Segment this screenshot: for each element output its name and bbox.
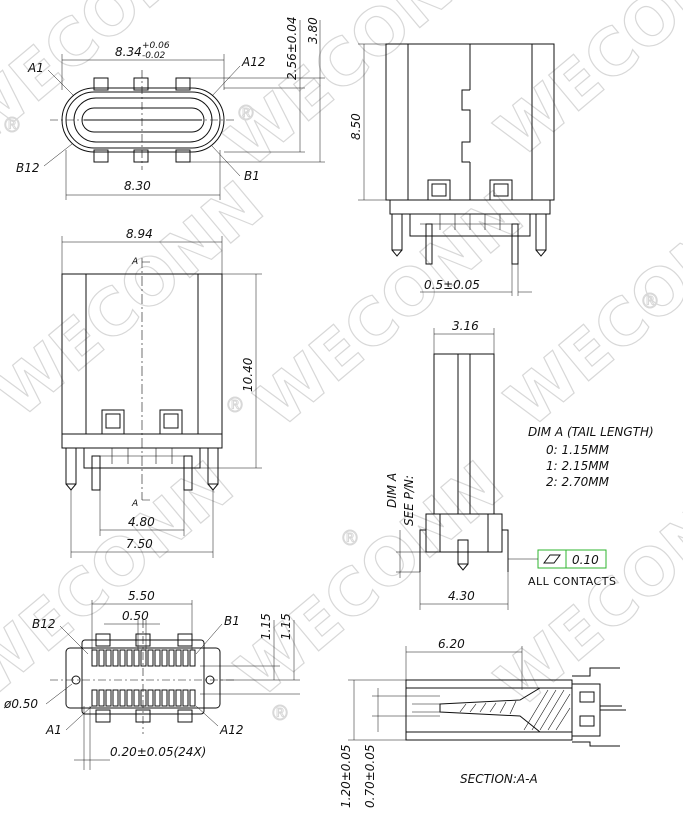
dim-1-20: 1.20±0.05 <box>339 745 353 809</box>
dim-hole: ø0.50 <box>3 697 38 711</box>
narrow-view: 3.16 4.30 DIM A SEE P/N: DIM A (TAIL LEN… <box>385 319 654 610</box>
tail-row-1: 1: 2.15MM <box>546 459 610 473</box>
dim-tol-plus: +0.06 <box>142 41 170 51</box>
fp-label-b1: B1 <box>224 614 240 628</box>
dim-0-5: 0.5±0.05 <box>424 278 480 292</box>
dim-7-50: 7.50 <box>126 537 153 551</box>
watermark-text: WECONN <box>213 0 508 182</box>
dim-4-30: 4.30 <box>448 589 475 603</box>
dim-0-70: 0.70±0.05 <box>363 745 377 809</box>
fp-label-a12: A12 <box>219 723 243 737</box>
tail-row-2: 2: 2.70MM <box>546 475 610 489</box>
all-contacts-label: ALL CONTACTS <box>528 575 616 588</box>
see-pn-label: SEE P/N: <box>402 475 416 526</box>
fp-label-a1: A1 <box>45 723 62 737</box>
watermark-reg: ® <box>225 393 245 417</box>
dim-3-16: 3.16 <box>452 319 479 333</box>
dim-0-50: 0.50 <box>122 609 149 623</box>
footprint-view: 5.50 0.50 1.15 1.15 ø0.50 B12 B1 A1 A12 … <box>3 589 300 770</box>
section-view: 6.20 1.20±0.05 0.70±0.05 SECTION:A-A <box>339 637 626 808</box>
dim-8-30: 8.30 <box>124 179 151 193</box>
watermark-text: WECONN <box>0 0 238 162</box>
dim-1-15-a: 1.15 <box>259 613 273 640</box>
label-a12: A12 <box>241 55 265 69</box>
dim-5-50: 5.50 <box>128 589 155 603</box>
section-caption: SECTION:A-A <box>460 772 538 786</box>
label-a1: A1 <box>27 61 44 75</box>
label-b12: B12 <box>16 161 40 175</box>
watermark-text: WECONN <box>243 178 538 442</box>
dim-tol-minus: -0.02 <box>142 51 166 61</box>
tail-row-0: 0: 1.15MM <box>546 443 610 457</box>
dim-8-50: 8.50 <box>349 113 363 140</box>
dim-10-40: 10.40 <box>241 357 255 392</box>
watermark-reg: ® <box>640 289 660 313</box>
dim-2-56: 2.56±0.04 <box>285 17 299 81</box>
section-mark-top: A <box>131 257 138 267</box>
watermark-text: WECONN <box>483 458 683 722</box>
watermark-reg: ® <box>340 526 360 550</box>
tail-title: DIM A (TAIL LENGTH) <box>528 425 654 439</box>
dim-pin-width: 0.20±0.05(24X) <box>110 745 206 759</box>
footprint-bottom-pins <box>91 689 196 723</box>
watermark-text: WECONN <box>223 448 518 712</box>
front-view: A A 8.94 10.40 4.80 7.50 <box>61 227 262 558</box>
flatness-icon <box>543 554 561 564</box>
section-mark-bottom: A <box>131 499 138 509</box>
watermark: WECONN WECONN WECONN WECONN WECONN WECON… <box>0 0 683 726</box>
side-view: 8.50 0.5±0.05 <box>349 43 555 296</box>
side-pins <box>391 213 547 265</box>
fp-label-b12: B12 <box>32 617 56 631</box>
flatness-frame: 0.10 <box>537 549 607 569</box>
dim-8-34: 8.34 <box>115 45 142 59</box>
dim-1-15-b: 1.15 <box>279 613 293 640</box>
dim-6-20: 6.20 <box>438 637 465 651</box>
watermark-reg: ® <box>236 101 256 125</box>
watermark-text: WECONN <box>483 0 683 172</box>
dim-4-80: 4.80 <box>128 515 155 529</box>
watermark-reg: ® <box>270 701 290 725</box>
label-b1: B1 <box>244 169 260 183</box>
flatness-value: 0.10 <box>572 553 599 567</box>
top-view: 8.34 +0.06 -0.02 8.30 2.56±0.04 3.80 A1 … <box>16 17 325 200</box>
dim-a-label: DIM A <box>385 473 399 508</box>
watermark-reg: ® <box>2 113 22 137</box>
dim-3-80: 3.80 <box>306 17 320 44</box>
dim-8-94: 8.94 <box>126 227 153 241</box>
footprint-top-pins <box>91 633 196 667</box>
